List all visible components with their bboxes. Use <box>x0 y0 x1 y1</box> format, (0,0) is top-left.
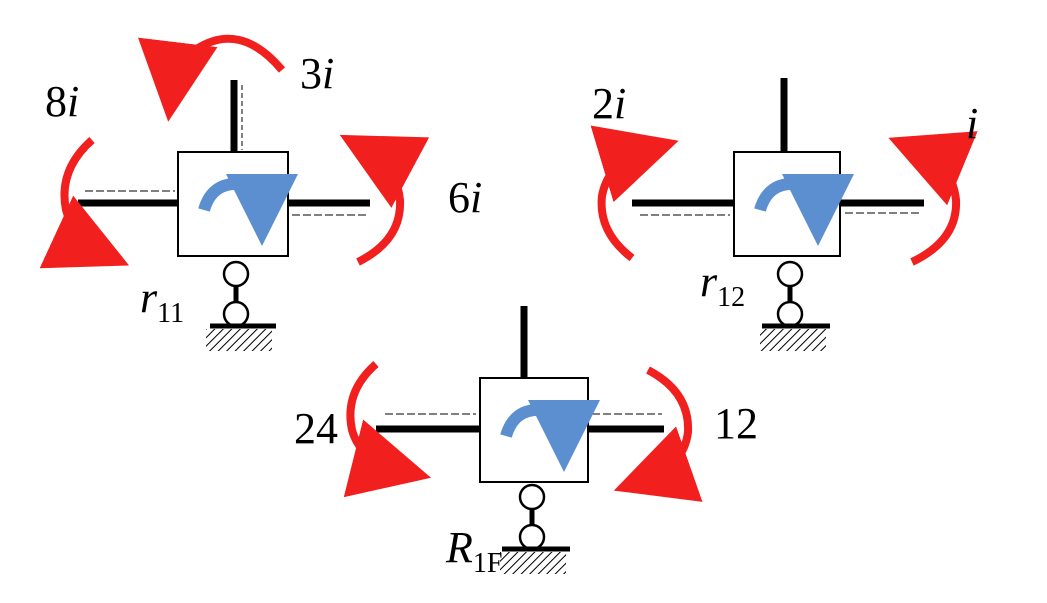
joint-1-box <box>177 151 289 257</box>
joint-1-support <box>206 260 276 351</box>
joint-3-left-moment-arrow <box>343 360 432 498</box>
joint-2-left-moment-label: 2i <box>592 79 626 128</box>
joint-3-reaction-label: R1F <box>445 523 502 579</box>
joint-2-right-moment-label: i <box>966 99 978 148</box>
joint-2-box <box>733 151 841 257</box>
joint-1-top-moment-arrow <box>138 34 286 122</box>
joint-1-right-moment-arrow <box>339 134 430 266</box>
joint-1: 3i 8i 6i r11 <box>39 34 482 351</box>
joint-3-left-moment-label: 24 <box>294 404 338 453</box>
joint-2: 2i i r12 <box>590 78 978 351</box>
joint-2-rotation-arrow <box>754 173 854 246</box>
joint-1-reaction-label: r11 <box>140 273 184 329</box>
joint-2-support <box>760 260 830 351</box>
joint-3-right-moment-label: 12 <box>714 399 758 448</box>
joint-2-left-moment-arrow <box>590 125 679 262</box>
joint-3-box <box>479 377 589 483</box>
joint-3-support <box>500 483 570 574</box>
joint-3-rotation-arrow <box>500 399 600 472</box>
joint-3-right-moment-arrow <box>613 366 703 502</box>
joint-1-left-moment-label: 8i <box>45 77 79 126</box>
joint-1-right-moment-label: 6i <box>448 173 482 222</box>
joint-1-rotation-arrow <box>198 173 298 246</box>
joint-1-top-moment-label: 3i <box>300 49 334 98</box>
joint-1-left-moment-arrow <box>39 137 130 269</box>
joint-2-reaction-label: r12 <box>700 257 745 313</box>
joint-2-right-moment-arrow <box>888 131 978 266</box>
joint-3: 24 12 R1F <box>294 306 758 579</box>
